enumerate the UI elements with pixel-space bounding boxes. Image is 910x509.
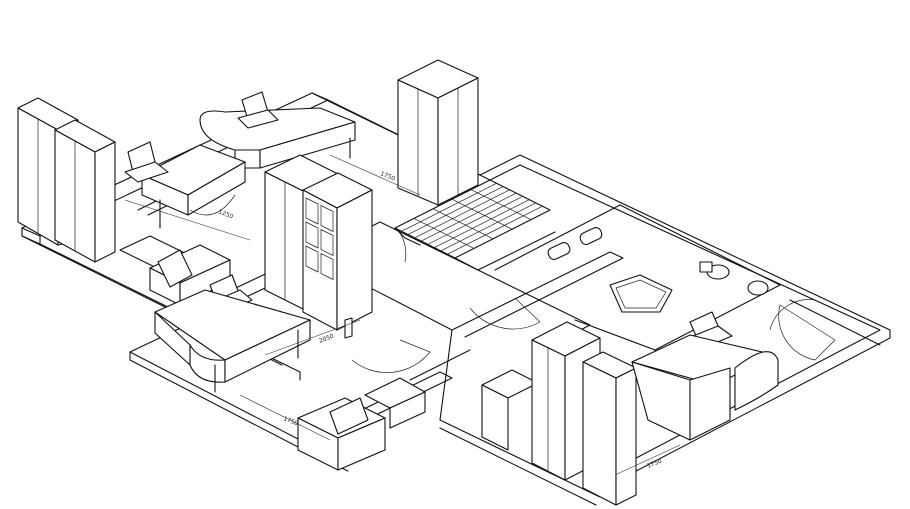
bidet <box>747 280 769 296</box>
glass-pane <box>305 197 319 225</box>
staircase <box>394 179 556 271</box>
desk-cl-front <box>154 311 191 366</box>
cabinet-c2-side <box>336 189 373 331</box>
desk-center-left <box>154 274 311 393</box>
stair-rail <box>394 227 421 246</box>
wardrobe-left2-side <box>94 141 116 263</box>
armchair-left <box>119 235 231 306</box>
partition-low <box>409 349 471 381</box>
dimension-label: 1750 <box>282 415 299 427</box>
low-cabinet-front <box>481 384 509 451</box>
desk-right-side <box>689 367 731 441</box>
stair-tread <box>427 196 523 245</box>
stair-landing <box>394 179 551 259</box>
dim-line-1 <box>124 199 251 241</box>
partition-bath <box>451 251 624 338</box>
bathroom-fixtures <box>547 227 769 313</box>
desk-top <box>199 91 356 169</box>
cabinet-c2-foot <box>344 317 353 339</box>
desk-right <box>631 311 779 441</box>
stair-stringer <box>470 189 532 220</box>
desk-top-side <box>259 121 356 169</box>
wall-south-right-outer <box>439 427 597 506</box>
glass-pane <box>305 245 319 273</box>
wardrobe-right <box>481 321 637 506</box>
glass-door-panes <box>305 197 334 281</box>
stair-stringer <box>451 198 513 230</box>
stair-tread <box>433 199 530 249</box>
glass-pane <box>320 252 334 281</box>
door-swing-2 <box>351 339 431 373</box>
door-swing-3 <box>469 297 541 330</box>
armchair-bottom-side <box>337 417 386 471</box>
dim-line-5 <box>614 444 681 476</box>
desk-left-side <box>187 161 246 216</box>
sink-left <box>547 242 571 260</box>
stair-lower <box>454 231 556 271</box>
stair-steps <box>401 182 543 255</box>
wardrobe-r1-front <box>531 339 566 481</box>
wall-west-left <box>39 243 301 381</box>
stair-tread <box>420 192 517 242</box>
shower-tray <box>778 304 836 361</box>
glass-pane <box>320 228 334 257</box>
wardrobe-top <box>397 59 479 206</box>
dimension-label: 1250 <box>217 208 234 220</box>
cabinet-center <box>264 154 373 339</box>
armchair-bottom <box>297 377 426 471</box>
armchair-left-back <box>157 249 193 288</box>
stair-tread <box>414 189 510 239</box>
armchair-bottom-back <box>329 397 369 435</box>
stair-stringer <box>413 218 475 249</box>
glass-pane <box>320 204 334 233</box>
door-swing-wc <box>769 299 816 331</box>
dimension-lines <box>124 154 681 476</box>
dim-line-2 <box>329 154 421 196</box>
shower-base <box>609 274 673 313</box>
stair-tread <box>446 206 543 255</box>
desk-right-return <box>734 351 779 411</box>
sink-right <box>579 227 603 245</box>
wall-south-inner <box>299 371 453 447</box>
desk-left <box>124 141 246 229</box>
door-swings <box>351 229 836 373</box>
shower-base-inner <box>615 279 667 309</box>
dim-line-4 <box>239 394 331 441</box>
chair-top-seat <box>237 109 279 129</box>
toilet-tank <box>699 261 713 273</box>
stair-tread <box>407 186 504 235</box>
dim-line-3 <box>264 319 361 356</box>
desk-cl-side <box>224 319 311 383</box>
wardrobe-left <box>17 97 116 263</box>
bathroom-floor <box>494 204 781 351</box>
stair-tread <box>401 182 497 232</box>
stair-stringer <box>432 208 494 240</box>
chair-left-seat <box>124 161 169 183</box>
glass-pane <box>305 221 319 249</box>
stair-tread <box>440 202 536 252</box>
wardrobe-r2-side <box>615 367 637 506</box>
table-bottom-side <box>389 391 426 429</box>
wardrobe-r2-front <box>582 361 617 506</box>
partition-wc <box>789 299 881 346</box>
desk-left-arc <box>189 194 236 216</box>
